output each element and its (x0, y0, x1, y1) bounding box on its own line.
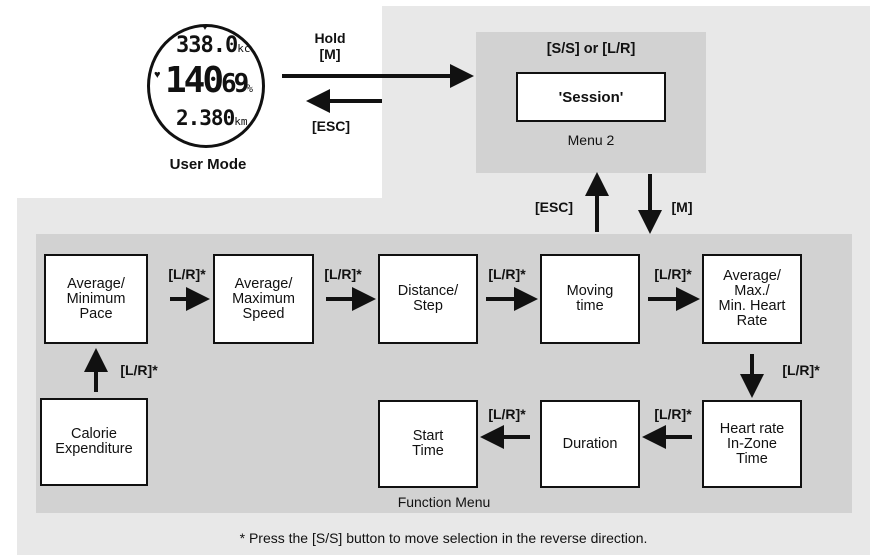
watch-heart-rate: 14069% (165, 60, 253, 101)
lr-label-6: [L/R]* (654, 406, 692, 422)
watch-face: ♥ 338.0kc ♥ 14069% 2.380km (147, 22, 265, 148)
hr-in-zone-box[interactable]: Heart rate In-Zone Time (702, 400, 802, 488)
distance-step-label: Distance/ Step (397, 283, 459, 314)
hold-m-label: Hold [M] (314, 30, 346, 62)
lr-label-7: [L/R]* (488, 406, 526, 422)
start-time-label: Start Time (412, 428, 444, 459)
watch-distance: 2.380km (176, 106, 248, 130)
hr-in-zone-label: Heart rate In-Zone Time (719, 420, 785, 467)
heart-icon: ♥ (202, 22, 208, 33)
watch-calories: 338.0kc (176, 33, 251, 58)
distance-step-box[interactable]: Distance/ Step (378, 254, 478, 344)
lr-label-8: [L/R]* (120, 362, 158, 378)
session-box[interactable]: 'Session' (516, 72, 666, 122)
moving-time-box[interactable]: Moving time (540, 254, 640, 344)
function-menu-caption: Function Menu (397, 494, 491, 510)
start-time-box[interactable]: Start Time (378, 400, 478, 488)
avg-min-pace-label: Average/ Minimum Pace (66, 275, 126, 322)
moving-time-label: Moving time (566, 283, 614, 314)
user-mode-caption: User Mode (169, 156, 247, 173)
lr-label-1: [L/R]* (168, 266, 206, 282)
esc-label-vertical: [ESC] (534, 199, 574, 215)
calorie-label: Calorie Expenditure (55, 426, 133, 457)
lr-label-2: [L/R]* (324, 266, 362, 282)
avg-max-speed-box[interactable]: Average/ Maximum Speed (213, 254, 314, 344)
duration-label: Duration (562, 435, 618, 452)
avg-max-min-hr-box[interactable]: Average/ Max./ Min. Heart Rate (702, 254, 802, 344)
menu2-header: [S/S] or [L/R] (546, 41, 636, 57)
m-label-vertical: [M] (671, 199, 693, 215)
duration-box[interactable]: Duration (540, 400, 640, 488)
avg-max-min-hr-label: Average/ Max./ Min. Heart Rate (718, 268, 786, 329)
esc-label-top: [ESC] (311, 118, 351, 134)
lr-label-4: [L/R]* (654, 266, 692, 282)
avg-max-speed-label: Average/ Maximum Speed (232, 275, 295, 322)
lr-label-3: [L/R]* (488, 266, 526, 282)
session-label: 'Session' (558, 88, 624, 106)
avg-min-pace-box[interactable]: Average/ Minimum Pace (44, 254, 148, 344)
heart-rate-icon: ♥ (154, 69, 161, 81)
lr-label-5: [L/R]* (782, 362, 820, 378)
menu2-caption: Menu 2 (567, 132, 615, 148)
footnote: * Press the [S/S] button to move selecti… (239, 530, 648, 546)
calorie-box[interactable]: Calorie Expenditure (40, 398, 148, 486)
